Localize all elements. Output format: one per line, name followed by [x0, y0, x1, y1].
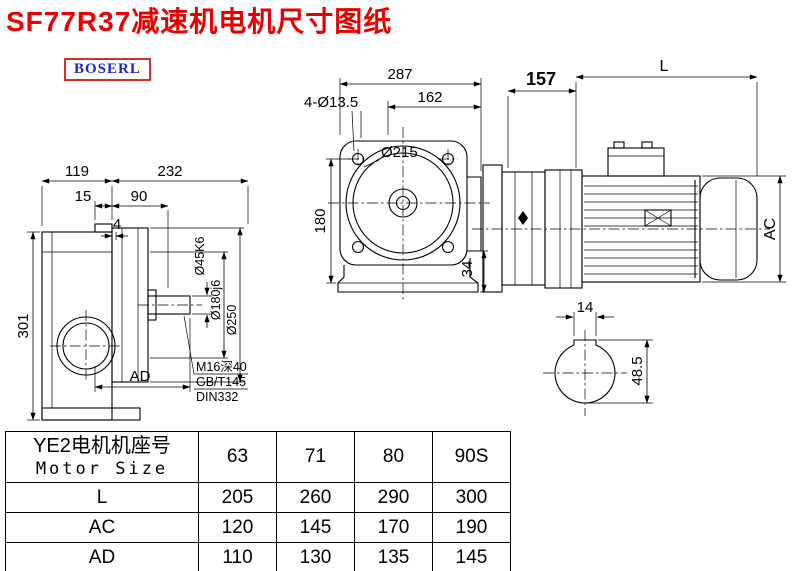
dim-left-height: 301 [15, 313, 32, 338]
value-AD-90s: 145 [432, 542, 511, 571]
table-row-L: L 205 260 290 300 [5, 482, 511, 513]
brand-logo-text: BOSERL [74, 61, 141, 77]
motor-dims: 157 L AC [507, 58, 786, 283]
value-AC-71: 145 [276, 512, 355, 543]
dim-left-c: 15 [75, 188, 92, 205]
value-AD-80: 135 [354, 542, 433, 571]
value-AC-80: 170 [354, 512, 433, 543]
dim-motor-length: L [660, 58, 669, 75]
dim-front-height: 180 [312, 208, 329, 233]
value-L-80: 290 [354, 482, 433, 513]
value-AD-63: 110 [198, 542, 277, 571]
shaft-section-view: 14 48.5 [543, 299, 653, 416]
left-side-view [41, 223, 202, 421]
table-header-en: Motor Size [35, 458, 169, 479]
table-row-AD: AD 110 130 135 145 [5, 542, 511, 571]
dim-left-ad: AD [130, 368, 151, 385]
table-header-cell: YE2电机机座号 Motor Size [5, 431, 199, 483]
front-view-dims: 287 162 4-Ø13.5 Ø215 180 34 [304, 66, 488, 293]
row-label-AD: AD [5, 542, 199, 571]
dim-adapter-length: 157 [526, 69, 556, 89]
table-row-header: YE2电机机座号 Motor Size 63 71 80 90S [5, 431, 511, 483]
dim-key-width: 14 [577, 299, 594, 316]
value-AC-63: 120 [198, 512, 277, 543]
motor-size-63: 63 [198, 431, 277, 483]
dim-left-e: 4 [113, 216, 121, 233]
page-title: SF77R37减速机电机尺寸图纸 [6, 6, 393, 37]
dim-left-b: 232 [157, 163, 182, 180]
value-AC-90s: 190 [432, 512, 511, 543]
dim-left-a: 119 [65, 163, 89, 180]
dim-bolt-holes: 4-Ø13.5 [304, 94, 358, 111]
brand-logo: BOSERL [64, 58, 151, 81]
dim-front-inner-width: 162 [417, 89, 442, 106]
dim-foot-offset: 34 [459, 261, 476, 278]
note-tap-standard: GB/T145 [196, 375, 246, 389]
dim-out-flange-dia: Ø250 [225, 305, 239, 336]
dim-shaft-dia: Ø45K6 [193, 236, 207, 275]
motor-size-80: 80 [354, 431, 433, 483]
dim-spigot-dia: Ø180j6 [209, 280, 223, 320]
dim-left-d: 90 [131, 188, 148, 205]
front-view [328, 127, 490, 301]
row-label-AC: AC [5, 512, 199, 543]
value-L-71: 260 [276, 482, 355, 513]
dim-front-width: 287 [387, 66, 412, 83]
dim-key-height: 48.5 [629, 356, 646, 385]
note-tap-thread: M16深40 [196, 360, 247, 374]
motor-side-view [472, 141, 770, 293]
value-L-63: 205 [198, 482, 277, 513]
row-label-L: L [5, 482, 199, 513]
table-header-cn: YE2电机机座号 [33, 434, 171, 457]
table-row-AC: AC 120 145 170 190 [5, 512, 511, 543]
value-AD-71: 130 [276, 542, 355, 571]
left-view-dims: 119 232 15 90 4 301 AD Ø45K6 [15, 163, 249, 421]
motor-size-90s: 90S [432, 431, 511, 483]
motor-size-71: 71 [276, 431, 355, 483]
value-L-90s: 300 [432, 482, 511, 513]
dim-flange-dia: Ø215 [381, 144, 418, 161]
note-tap-din: DIN332 [196, 390, 238, 404]
dim-motor-dia: AC [762, 218, 779, 240]
motor-size-table: YE2电机机座号 Motor Size 63 71 80 90S L 205 2… [5, 431, 511, 571]
